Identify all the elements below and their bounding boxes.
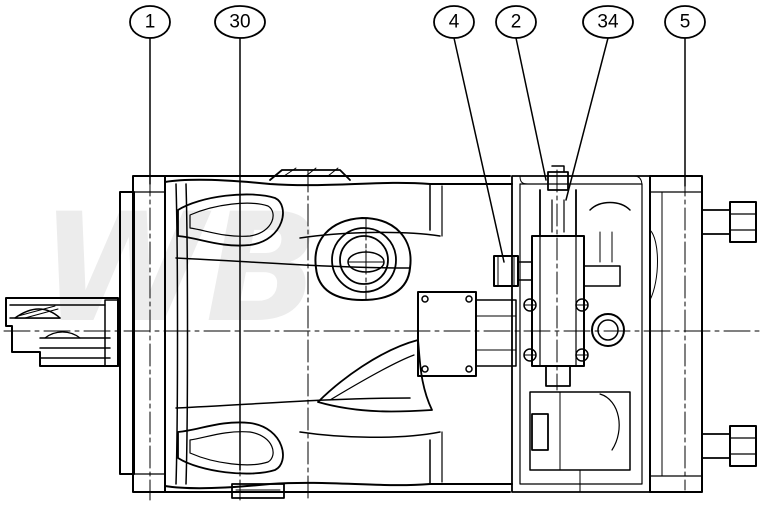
end-plate xyxy=(649,175,703,493)
callout-1: 1 xyxy=(129,5,171,39)
callout-30: 30 xyxy=(214,5,266,39)
control-valve xyxy=(493,165,651,493)
rear-fitting-lower xyxy=(701,425,757,467)
front-flange xyxy=(119,175,166,493)
pump-housing xyxy=(164,167,513,499)
callout-label: 34 xyxy=(597,12,619,33)
callout-2: 2 xyxy=(495,5,537,39)
cover-plate xyxy=(417,291,517,377)
callout-label: 4 xyxy=(449,12,460,33)
callout-label: 2 xyxy=(511,12,522,33)
leader-lines xyxy=(149,37,686,471)
callout-4: 4 xyxy=(433,5,475,39)
callout-label: 5 xyxy=(680,12,691,33)
watermark: WB xyxy=(40,182,320,356)
pressure-port xyxy=(314,217,412,301)
callout-5: 5 xyxy=(664,5,706,39)
callout-label: 30 xyxy=(229,12,250,33)
rear-fitting-upper xyxy=(701,201,757,243)
callout-34: 34 xyxy=(582,5,634,39)
callout-label: 1 xyxy=(145,12,156,33)
